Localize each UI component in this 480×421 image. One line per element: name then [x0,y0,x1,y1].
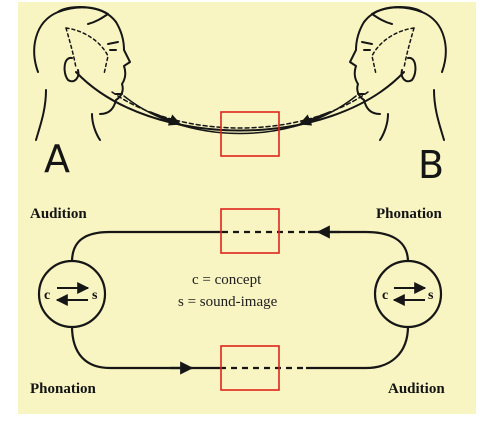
highlight-box-bottom [220,345,280,391]
right-circle: c s [373,259,443,329]
left-c-label: c [44,288,50,303]
arrow-a-to-b [149,111,182,126]
circuit-bottom-right-line [306,325,410,370]
left-s-label: s [92,288,98,303]
right-s-label: s [428,288,434,303]
legend-sound-image: s = sound-image [178,294,278,310]
head-b-icon [349,6,447,141]
label-audition-bottom: Audition [388,381,445,397]
highlight-box-top [220,208,280,254]
circuit-top-right-line [308,230,410,263]
label-phonation-bottom: Phonation [30,381,97,397]
label-audition-top: Audition [30,206,87,222]
circuit-bottom-left-line [70,325,220,370]
arrow-b-to-a [298,111,331,126]
circuit-top-left-line [70,230,222,263]
speaker-a-label: A [44,137,70,181]
left-circle: c s [37,259,107,329]
circuit [70,230,410,370]
head-a-icon [33,6,131,141]
label-phonation-top: Phonation [376,206,443,222]
highlight-box-channel [220,111,280,157]
right-c-label: c [382,288,388,303]
legend-concept: c = concept [192,272,262,288]
speaker-b-label: B [418,143,444,187]
